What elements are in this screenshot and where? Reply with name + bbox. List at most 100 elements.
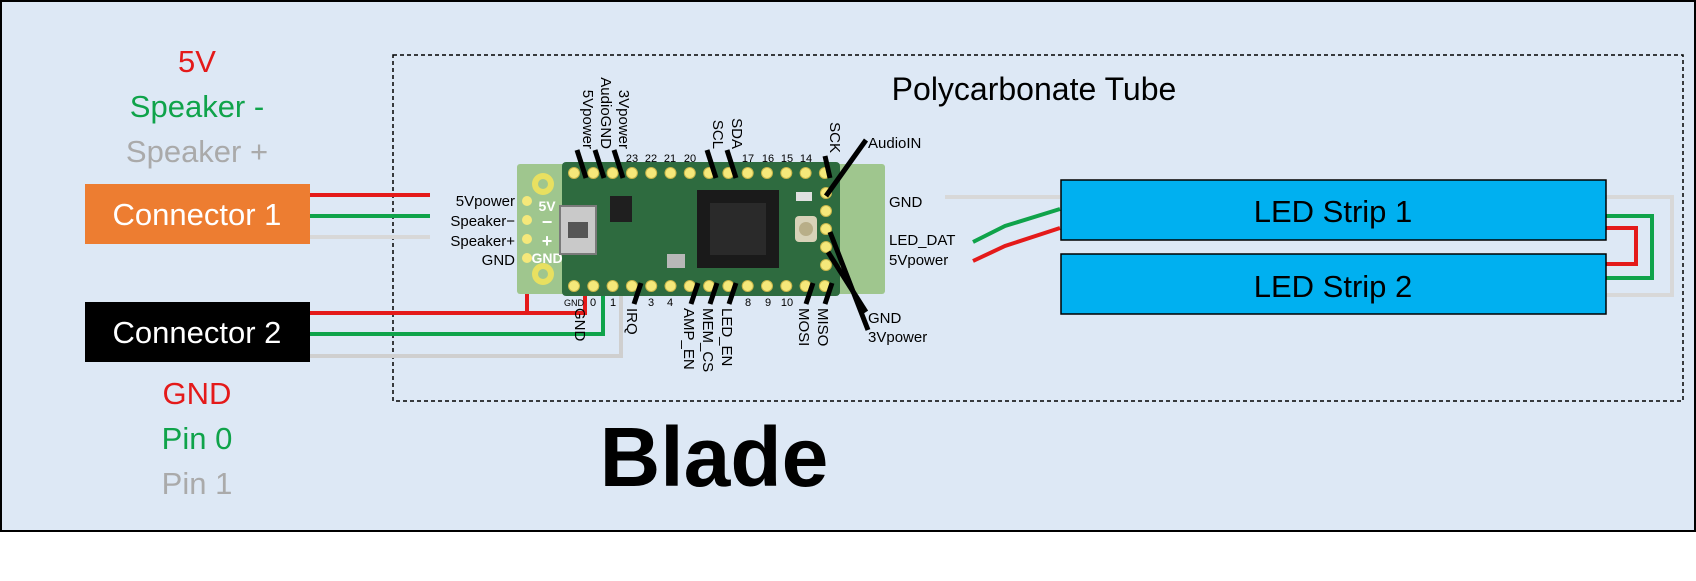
- num-8: 8: [745, 297, 751, 309]
- led-strip-1: [1060, 179, 1607, 241]
- wire-strip-power-loop: [1605, 226, 1638, 266]
- header-pad-bottom: [664, 280, 677, 292]
- header-pad-top: [741, 167, 754, 179]
- board-top-numbers: 23 22 21 20 17 16 15 14: [626, 153, 812, 165]
- led-strip-2: [1060, 253, 1607, 315]
- header-pad-top: [625, 167, 638, 179]
- header-pad-bottom: [761, 280, 773, 292]
- blade-label: Blade: [600, 410, 829, 504]
- wire-pin0: [310, 283, 605, 336]
- num-9: 9: [765, 297, 771, 309]
- pin-label-gnd-right: GND: [889, 194, 923, 211]
- num-gnd: GND: [564, 298, 585, 308]
- small-chip: [610, 196, 632, 222]
- legend-speaker-plus: Speaker +: [126, 134, 268, 169]
- pin-label-sda: SDA: [728, 118, 745, 149]
- header-pad-right: [820, 205, 832, 217]
- silk-gnd: GND: [531, 250, 562, 266]
- header-pad-top: [587, 167, 600, 179]
- pin-label-speaker-minus: Speaker−: [450, 213, 515, 230]
- board-bottom-pads: [568, 280, 831, 292]
- silk-minus: −: [542, 212, 553, 232]
- header-pad-top: [780, 167, 793, 179]
- legend-pin1: Pin 1: [162, 466, 233, 501]
- pin-label-gnd-bottom: GND: [571, 308, 588, 342]
- connector1-label: Connector 1: [113, 197, 282, 232]
- top-header-stubs: [574, 138, 869, 198]
- legend-gnd: GND: [163, 376, 232, 411]
- prop-shield-right: [835, 164, 885, 294]
- connector2-label: Connector 2: [113, 315, 282, 350]
- pin-label-scl: SCL: [709, 120, 726, 149]
- pin-label-3vpower-right: 3Vpower: [868, 329, 927, 346]
- num-22: 22: [645, 153, 657, 165]
- num-23: 23: [626, 153, 638, 165]
- header-pad-bottom: [645, 280, 658, 292]
- pin-label-mem-cs: MEM_CS: [699, 308, 716, 372]
- wire-led-dat: [972, 207, 1061, 244]
- num-1: 1: [610, 297, 616, 309]
- header-pad-top: [606, 167, 619, 179]
- header-pad-right: [820, 241, 832, 253]
- pin-label-gnd-left: GND: [482, 252, 516, 269]
- num-3: 3: [648, 297, 654, 309]
- pin-label-sck: SCK: [826, 122, 843, 153]
- header-pad-right: [820, 259, 832, 271]
- pin-label-miso: MISO: [814, 308, 831, 346]
- led-strip-1-label: LED Strip 1: [1254, 194, 1413, 229]
- num-0: 0: [590, 297, 596, 309]
- pin-label-5vpower-right: 5Vpower: [889, 252, 948, 269]
- header-pad-top: [664, 167, 677, 179]
- header-pad-bottom: [780, 280, 793, 292]
- led-wires: [945, 195, 1674, 297]
- num-14: 14: [800, 153, 812, 165]
- wire-strip-gnd-loop: [1605, 195, 1674, 297]
- num-15: 15: [781, 153, 793, 165]
- header-pad-top: [683, 167, 696, 179]
- header-pad-bottom: [741, 280, 754, 292]
- connector2-box: [85, 302, 310, 362]
- teensy-board: 5V GND + −: [517, 162, 885, 296]
- led-strip-2-label: LED Strip 2: [1254, 269, 1413, 304]
- num-16: 16: [762, 153, 774, 165]
- silk-plus: +: [542, 231, 553, 251]
- pin-label-irq: IRQ: [623, 308, 640, 335]
- wire-strip-data-loop: [1605, 214, 1654, 280]
- pin-label-3vpower-top: 3Vpower: [615, 90, 632, 149]
- tube-label: Polycarbonate Tube: [892, 71, 1177, 107]
- pin-label-led-dat: LED_DAT: [889, 232, 955, 249]
- polycarbonate-tube: [392, 54, 1684, 402]
- pin-label-amp-en: AMP_EN: [680, 308, 697, 370]
- header-pad-bottom: [625, 280, 638, 292]
- connector1-wires: [310, 193, 430, 239]
- legend-5v: 5V: [178, 44, 216, 79]
- crystal: [667, 254, 685, 268]
- pin-label-speaker-plus: Speaker+: [450, 233, 515, 250]
- pin-label-5vpower-top: 5Vpower: [579, 90, 596, 149]
- silk-5v: 5V: [538, 198, 556, 214]
- num-21: 21: [664, 153, 676, 165]
- pin-label-mosi: MOSI: [795, 308, 812, 346]
- num-4: 4: [667, 297, 673, 309]
- num-17: 17: [742, 153, 754, 165]
- legend-speaker-minus: Speaker -: [130, 89, 264, 124]
- header-pad-top: [568, 167, 580, 179]
- bottom-header-stubs: [631, 231, 871, 331]
- board-bottom-numbers: GND 0 1 3 4 8 9 10: [564, 297, 793, 309]
- wire-led-5v: [972, 226, 1061, 263]
- header-pad-top: [645, 167, 658, 179]
- legend-pin0: Pin 0: [162, 421, 233, 456]
- header-pad-bottom: [587, 280, 600, 292]
- pin-label-audioin: AudioIN: [868, 135, 921, 152]
- connector1-box: [85, 184, 310, 244]
- header-pad-bottom: [606, 280, 619, 292]
- num-20: 20: [684, 153, 696, 165]
- header-pad-top: [761, 167, 773, 179]
- header-pad-right: [820, 223, 832, 235]
- pin-label-5vpower-left: 5Vpower: [456, 193, 515, 210]
- pin-label-gnd-right-bottom: GND: [868, 310, 902, 327]
- pin-label-audiognd: AudioGND: [597, 77, 614, 149]
- pin-label-led-en: LED_EN: [718, 308, 735, 366]
- header-pad-bottom: [568, 280, 580, 292]
